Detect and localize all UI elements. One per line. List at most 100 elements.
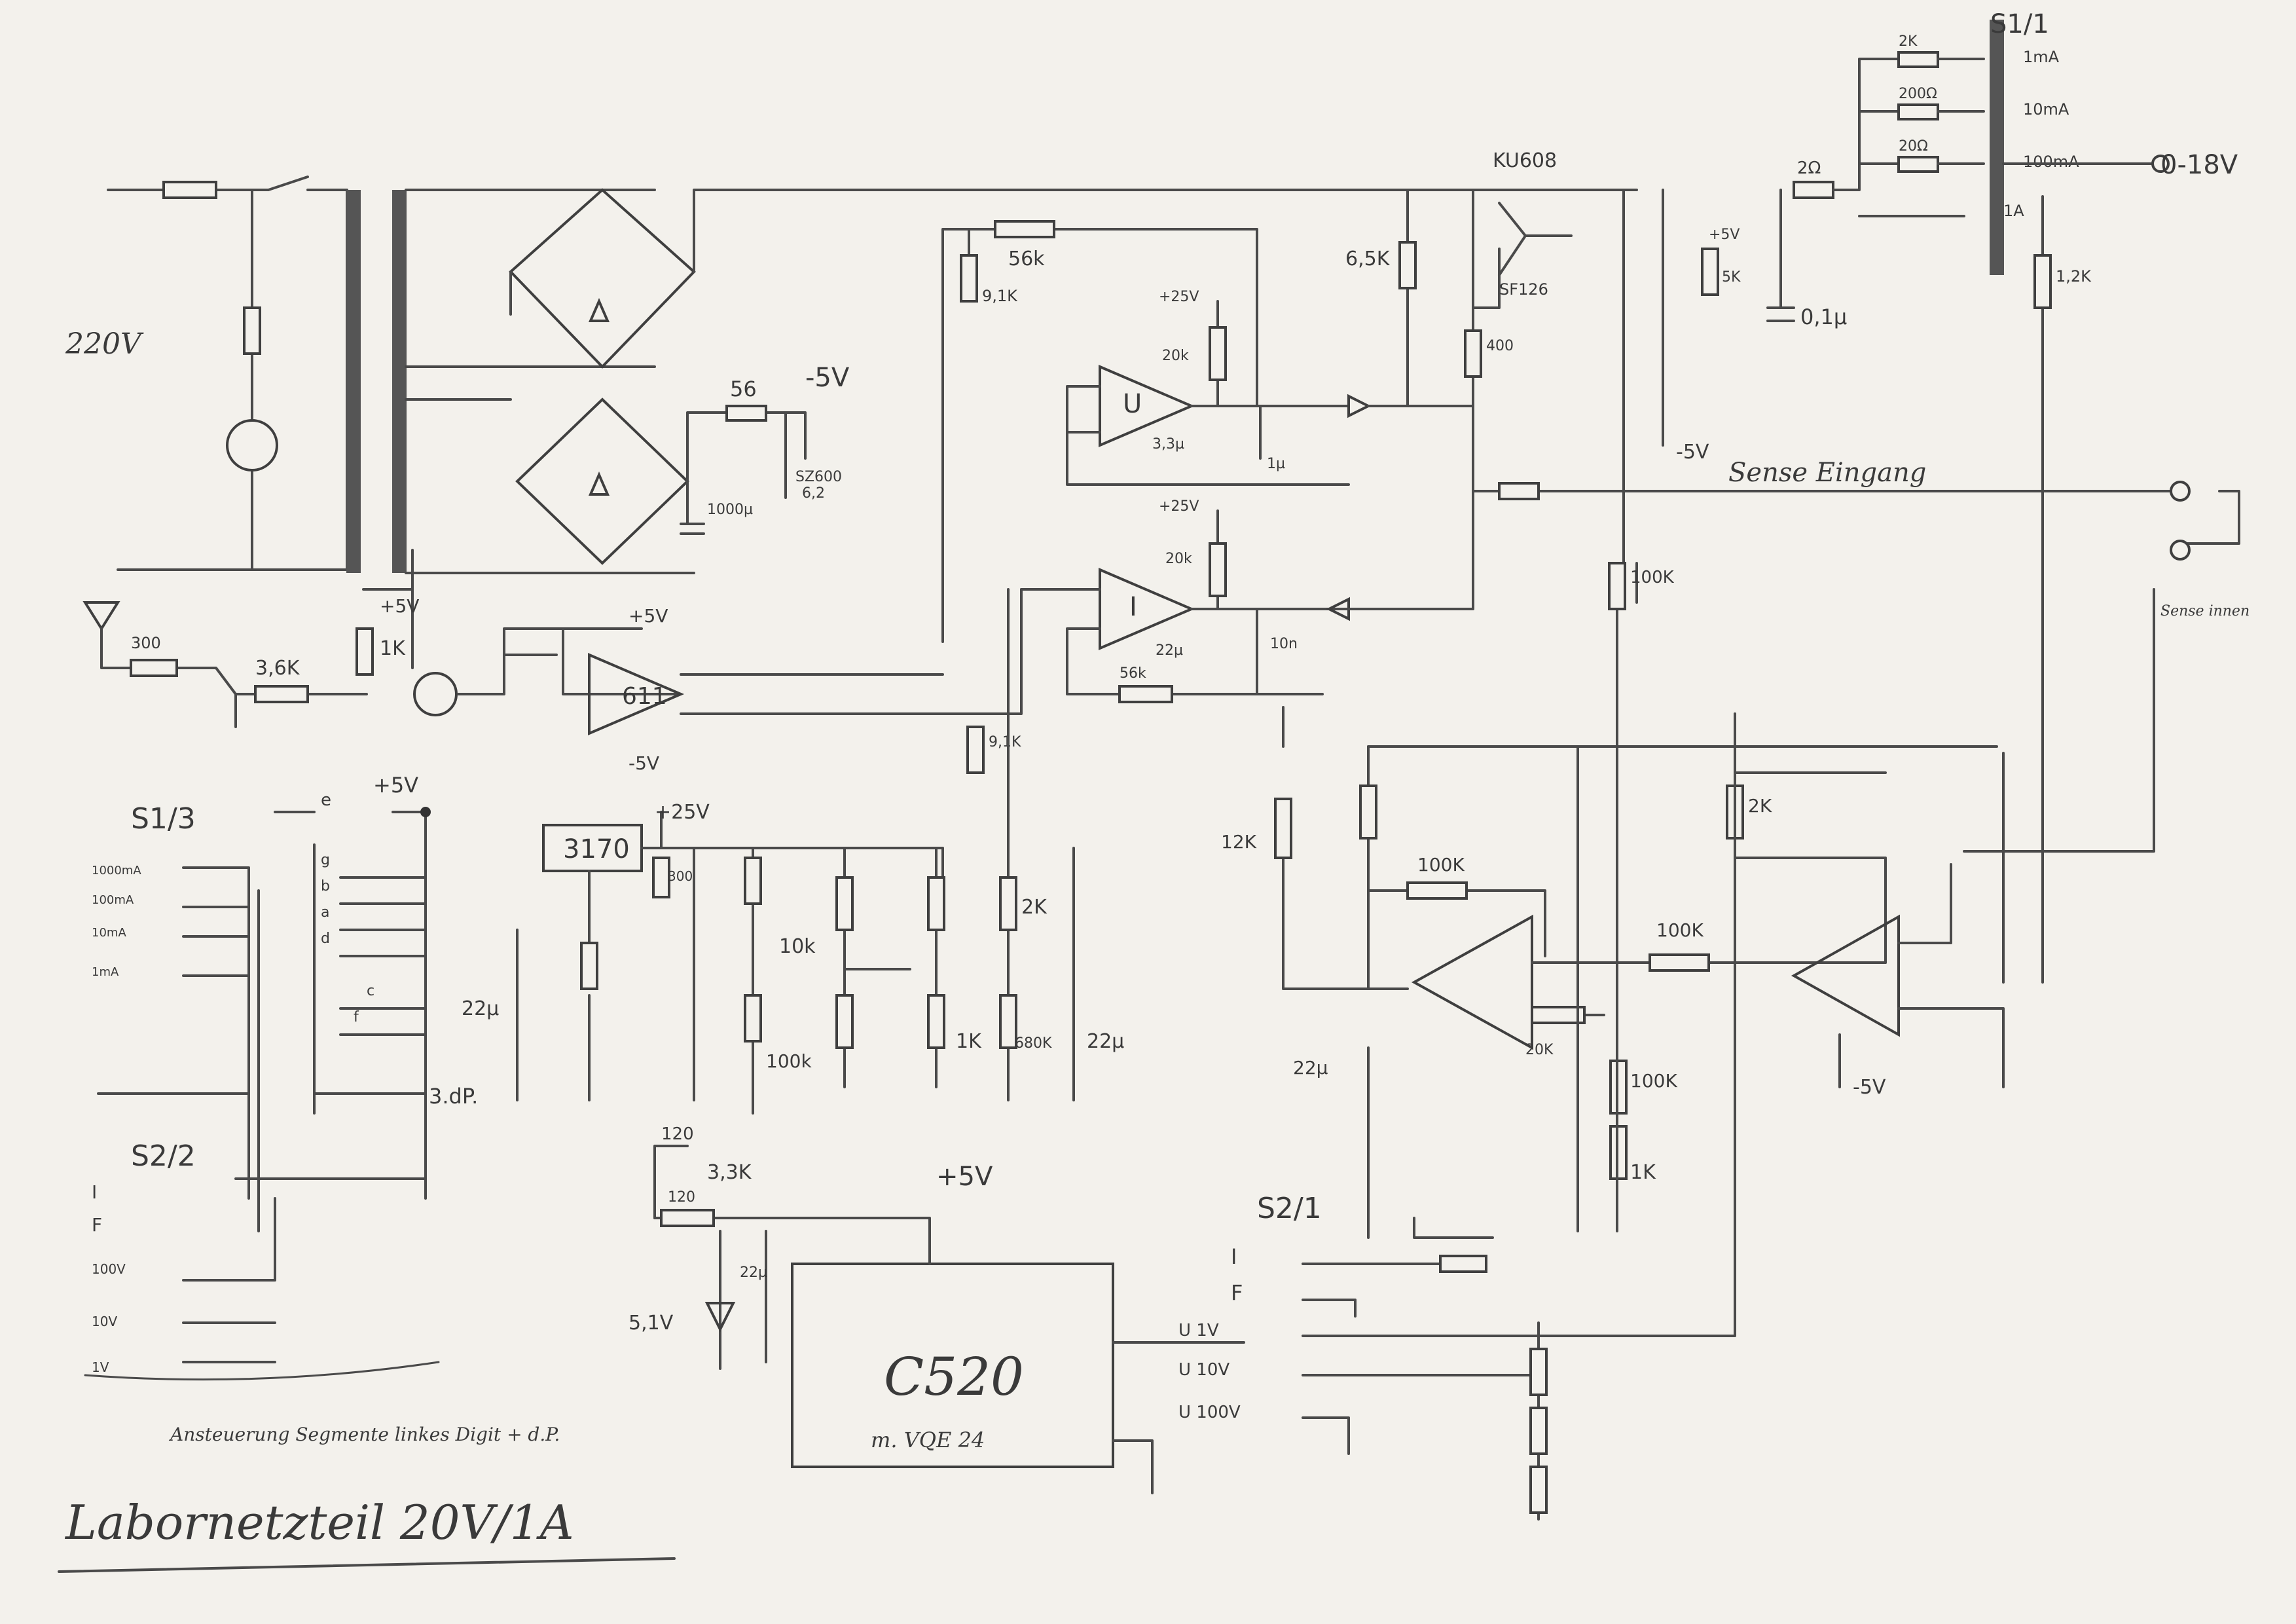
- s2-2-pos-1v: 1V: [92, 1359, 109, 1375]
- cap-22u-i-label: 22µ: [1156, 642, 1183, 659]
- resistor-400-label: 400: [1486, 338, 1514, 354]
- shunt-200: [1897, 103, 1939, 120]
- resistor-400: [1464, 329, 1482, 378]
- ic-c520: [791, 1263, 1114, 1468]
- mains-fuse: [162, 181, 217, 199]
- resistor-ref-c: [835, 994, 854, 1049]
- ic-c520-label: C520: [884, 1346, 1024, 1407]
- s1-pos-1000ma: 1000mA: [92, 864, 141, 877]
- neon-lamp-icon: [226, 419, 278, 471]
- transistor-sf126-label: SF126: [1499, 280, 1548, 299]
- opamp-611-label: 611: [622, 683, 667, 710]
- cap-3u3-label: 3,3µ: [1152, 436, 1184, 452]
- resistor-100k-mid-label: 100K: [1656, 919, 1704, 941]
- supply-minus5-label-right: -5V: [1676, 441, 1709, 464]
- resistor-2ohm-label: 2Ω: [1797, 158, 1821, 178]
- resistor-100k-ref: [744, 994, 762, 1043]
- s2-2-pos-100v: 100V: [92, 1261, 126, 1277]
- resistor-56-label: 56: [730, 377, 757, 401]
- pot-1k-ref: [927, 994, 945, 1049]
- supply-plus5-label-top: +5V: [1709, 227, 1740, 243]
- ic-3170-label: 3170: [563, 834, 630, 864]
- resistor-56k-i-label: 56k: [1120, 665, 1146, 682]
- zener-sz600-label: SZ600: [795, 469, 842, 485]
- resistor-300-ref-label: 300: [668, 868, 693, 884]
- led-section: 300 3,6K 1K +5V 611 +5V -5V: [82, 549, 1023, 774]
- opamp-u: [1099, 364, 1195, 448]
- switch-s2-1: S2/1 I F U 1V U 10V U 100V: [1178, 712, 1736, 1521]
- cap-22u-mid-label: 22µ: [1293, 1057, 1328, 1079]
- supply-plus25-label-i: +25V: [1159, 498, 1199, 515]
- caption-line: Ansteuerung Segmente linkes Digit + d.P.: [168, 1424, 560, 1445]
- mains-voltage-label: 220V: [65, 327, 144, 361]
- segment-section: S1/3 1000mA 100mA 10mA 1mA +5V e g b a d…: [84, 773, 560, 1445]
- s2-1-pos-u1v: U 1V: [1178, 1321, 1219, 1340]
- divider-r3: [1529, 1466, 1548, 1514]
- s2-2-pos-10v: 10V: [92, 1314, 117, 1329]
- rectifier-section: 56 -5V 1000µ SZ600 6,2: [509, 188, 1638, 565]
- resistor-100k-v: [1608, 562, 1626, 610]
- ic-c520-sub-label: m. VQE 24: [871, 1428, 985, 1452]
- sense-internal-label: Sense innen: [2160, 603, 2250, 619]
- resistor-20k-mid: [1531, 1006, 1586, 1024]
- opamp-i: [1099, 567, 1195, 651]
- seg-b-label: b: [321, 878, 330, 895]
- sense-jack-input[interactable]: [2170, 481, 2191, 502]
- resistor-300-ref: [652, 857, 670, 898]
- caption-brace: [84, 1361, 440, 1381]
- mains-section: 220V: [65, 175, 695, 574]
- resistor-300-led: [130, 659, 178, 677]
- resistor-12k-top: [2033, 254, 2052, 309]
- resistor-2k-ref-label: 2K: [1021, 896, 1048, 919]
- supply-plus5-seg-label: +5V: [373, 773, 418, 798]
- page-title: Labornetzteil 20V/1A: [64, 1495, 574, 1550]
- resistor-s2-1: [1439, 1255, 1487, 1273]
- seg-dp-label: 3.dP.: [429, 1084, 478, 1109]
- supply-minus5-right-label: -5V: [1853, 1076, 1886, 1099]
- pot-10k-label: 10k: [779, 935, 816, 958]
- range-1a-label: 1A: [2003, 202, 2024, 220]
- resistor-100k-fb: [1406, 881, 1468, 900]
- resistor-100k-fb-label: 100K: [1417, 854, 1465, 876]
- resistor-9k1-top: [960, 254, 978, 303]
- range-100ma-label: 100mA: [2023, 153, 2079, 171]
- opamp-u-label: U: [1123, 389, 1142, 419]
- range-1ma-label: 1mA: [2023, 48, 2060, 66]
- bridge-rectifier-2: [515, 397, 689, 565]
- resistor-100k-low-label: 100K: [1630, 1070, 1677, 1092]
- s2-1-pos-u10v: U 10V: [1178, 1360, 1230, 1380]
- sense-jack-internal[interactable]: [2170, 540, 2191, 561]
- seg-a-label: a: [321, 904, 329, 921]
- supply-minus5-label: -5V: [805, 363, 850, 393]
- output-terminal[interactable]: [2151, 155, 2170, 173]
- resistor-56k-top-label: 56k: [1008, 248, 1045, 270]
- resistor-20k-u-label: 20k: [1162, 348, 1189, 364]
- shunt-200-label: 200Ω: [1899, 86, 1937, 102]
- resistor-12k-mid: [1274, 798, 1292, 859]
- sense-section: Sense Eingang Sense innen: [1472, 458, 2250, 853]
- s1-pos-100ma: 100mA: [92, 893, 134, 907]
- s2-2-pos-f: F: [92, 1214, 102, 1236]
- shunt-2k-label: 2K: [1899, 33, 1918, 50]
- resistor-20k-i: [1209, 542, 1227, 597]
- transistor-ku608-label: KU608: [1493, 149, 1557, 172]
- phototransistor-icon: [413, 672, 458, 716]
- cap-10n-label: 10n: [1270, 636, 1298, 652]
- resistor-left-mid: [1359, 784, 1377, 840]
- seg-c-label: c: [367, 983, 374, 999]
- pot-1k-low-label: 1K: [1630, 1161, 1656, 1184]
- opamp-mid: [1411, 914, 1533, 1050]
- resistor-56: [725, 405, 767, 422]
- resistor-1k-led-label: 1K: [380, 637, 406, 660]
- resistor-120b-label: 120: [668, 1189, 695, 1206]
- zener-5v1-label: 5,1V: [629, 1312, 674, 1335]
- resistor-6k5: [1398, 241, 1417, 289]
- divider-r1: [1529, 1348, 1548, 1396]
- switch-s2-2-label: S2/2: [131, 1139, 196, 1173]
- photo-led-icon: [82, 601, 120, 631]
- cap-22u-z-label: 22µ: [740, 1264, 767, 1281]
- cap-22u-r-label: 22µ: [1087, 1030, 1124, 1053]
- supply-plus5-led-label: +5V: [380, 595, 419, 617]
- pot-1k-ref-label: 1K: [956, 1030, 982, 1053]
